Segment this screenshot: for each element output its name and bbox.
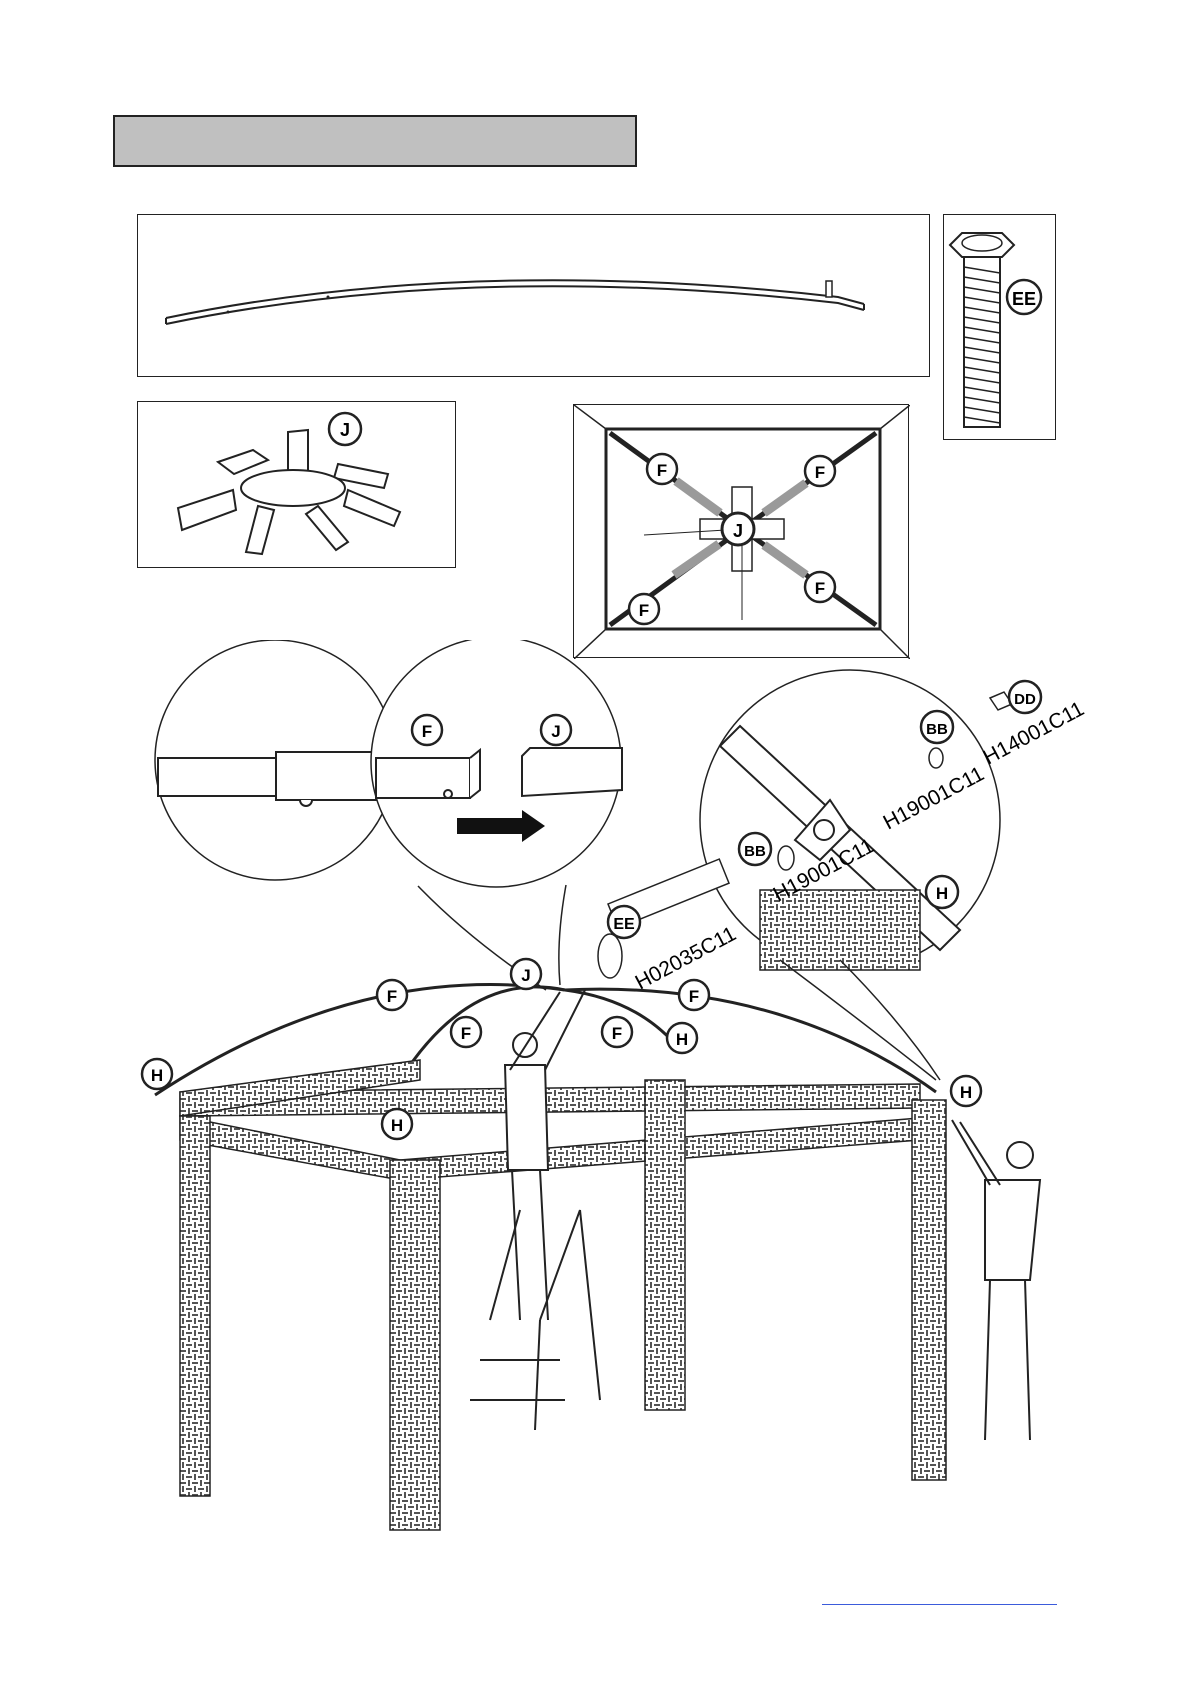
label-BB-upper: BB (921, 711, 953, 743)
svg-text:F: F (657, 461, 667, 480)
gazebo-assembly-illustration: F J EE BB BB DD H H02035C11 H19001C (0, 640, 1191, 1540)
hub-illustration: J (138, 402, 457, 569)
top-view-panel: J F F F F (573, 404, 909, 658)
hub-panel: J (137, 401, 456, 568)
label-J-top: J (722, 513, 754, 545)
svg-text:F: F (639, 601, 649, 620)
svg-text:DD: DD (1014, 691, 1036, 708)
svg-text:EE: EE (613, 916, 635, 933)
label-H-left: H (142, 1059, 172, 1089)
label-F-roof-right: F (679, 980, 709, 1010)
label-J-detail: J (541, 715, 571, 745)
label-F-roof-inner-right: F (602, 1017, 632, 1047)
label-H-detail: H (926, 876, 958, 908)
section-header-bar (113, 115, 637, 167)
svg-text:F: F (612, 1024, 622, 1043)
label-DD: DD (1009, 681, 1041, 713)
bolt-illustration: EE (944, 215, 1057, 441)
svg-text:BB: BB (926, 721, 948, 738)
svg-text:F: F (815, 463, 825, 482)
svg-text:F: F (689, 987, 699, 1006)
label-J-roof: J (511, 959, 541, 989)
svg-text:J: J (521, 966, 530, 985)
svg-text:J: J (340, 420, 350, 440)
ladder (470, 1210, 600, 1430)
label-F-roof-inner-left: F (451, 1017, 481, 1047)
label-J-hub: J (329, 413, 361, 445)
label-F-detail: F (412, 715, 442, 745)
rafter-panel (137, 214, 930, 377)
label-H-right: H (951, 1076, 981, 1106)
label-F-top-left: F (647, 454, 677, 484)
person-standing (952, 1120, 1040, 1440)
label-F-bottom-right: F (805, 572, 835, 602)
footer-link[interactable] (822, 1582, 1057, 1605)
rafter-illustration (138, 215, 931, 378)
label-F-bottom-left: F (629, 594, 659, 624)
svg-text:H: H (391, 1116, 403, 1135)
label-F-roof-left: F (377, 980, 407, 1010)
label-EE-detail: EE (608, 906, 640, 938)
label-H-front: H (382, 1109, 412, 1139)
label-BB-lower: BB (739, 833, 771, 865)
svg-text:H: H (936, 884, 948, 903)
svg-text:H: H (960, 1083, 972, 1102)
svg-text:BB: BB (744, 843, 766, 860)
label-H-back: H (667, 1023, 697, 1053)
svg-text:F: F (815, 579, 825, 598)
svg-text:EE: EE (1012, 289, 1036, 309)
svg-text:H: H (676, 1030, 688, 1049)
svg-text:H: H (151, 1066, 163, 1085)
bolt-panel: EE (943, 214, 1056, 440)
label-EE-bolt: EE (1007, 280, 1041, 314)
label-F-top-right: F (805, 456, 835, 486)
svg-text:F: F (387, 987, 397, 1006)
svg-text:J: J (733, 521, 743, 541)
top-view-illustration: J F F F F (574, 405, 910, 659)
svg-text:J: J (551, 722, 560, 741)
svg-text:F: F (461, 1024, 471, 1043)
svg-text:F: F (422, 722, 432, 741)
